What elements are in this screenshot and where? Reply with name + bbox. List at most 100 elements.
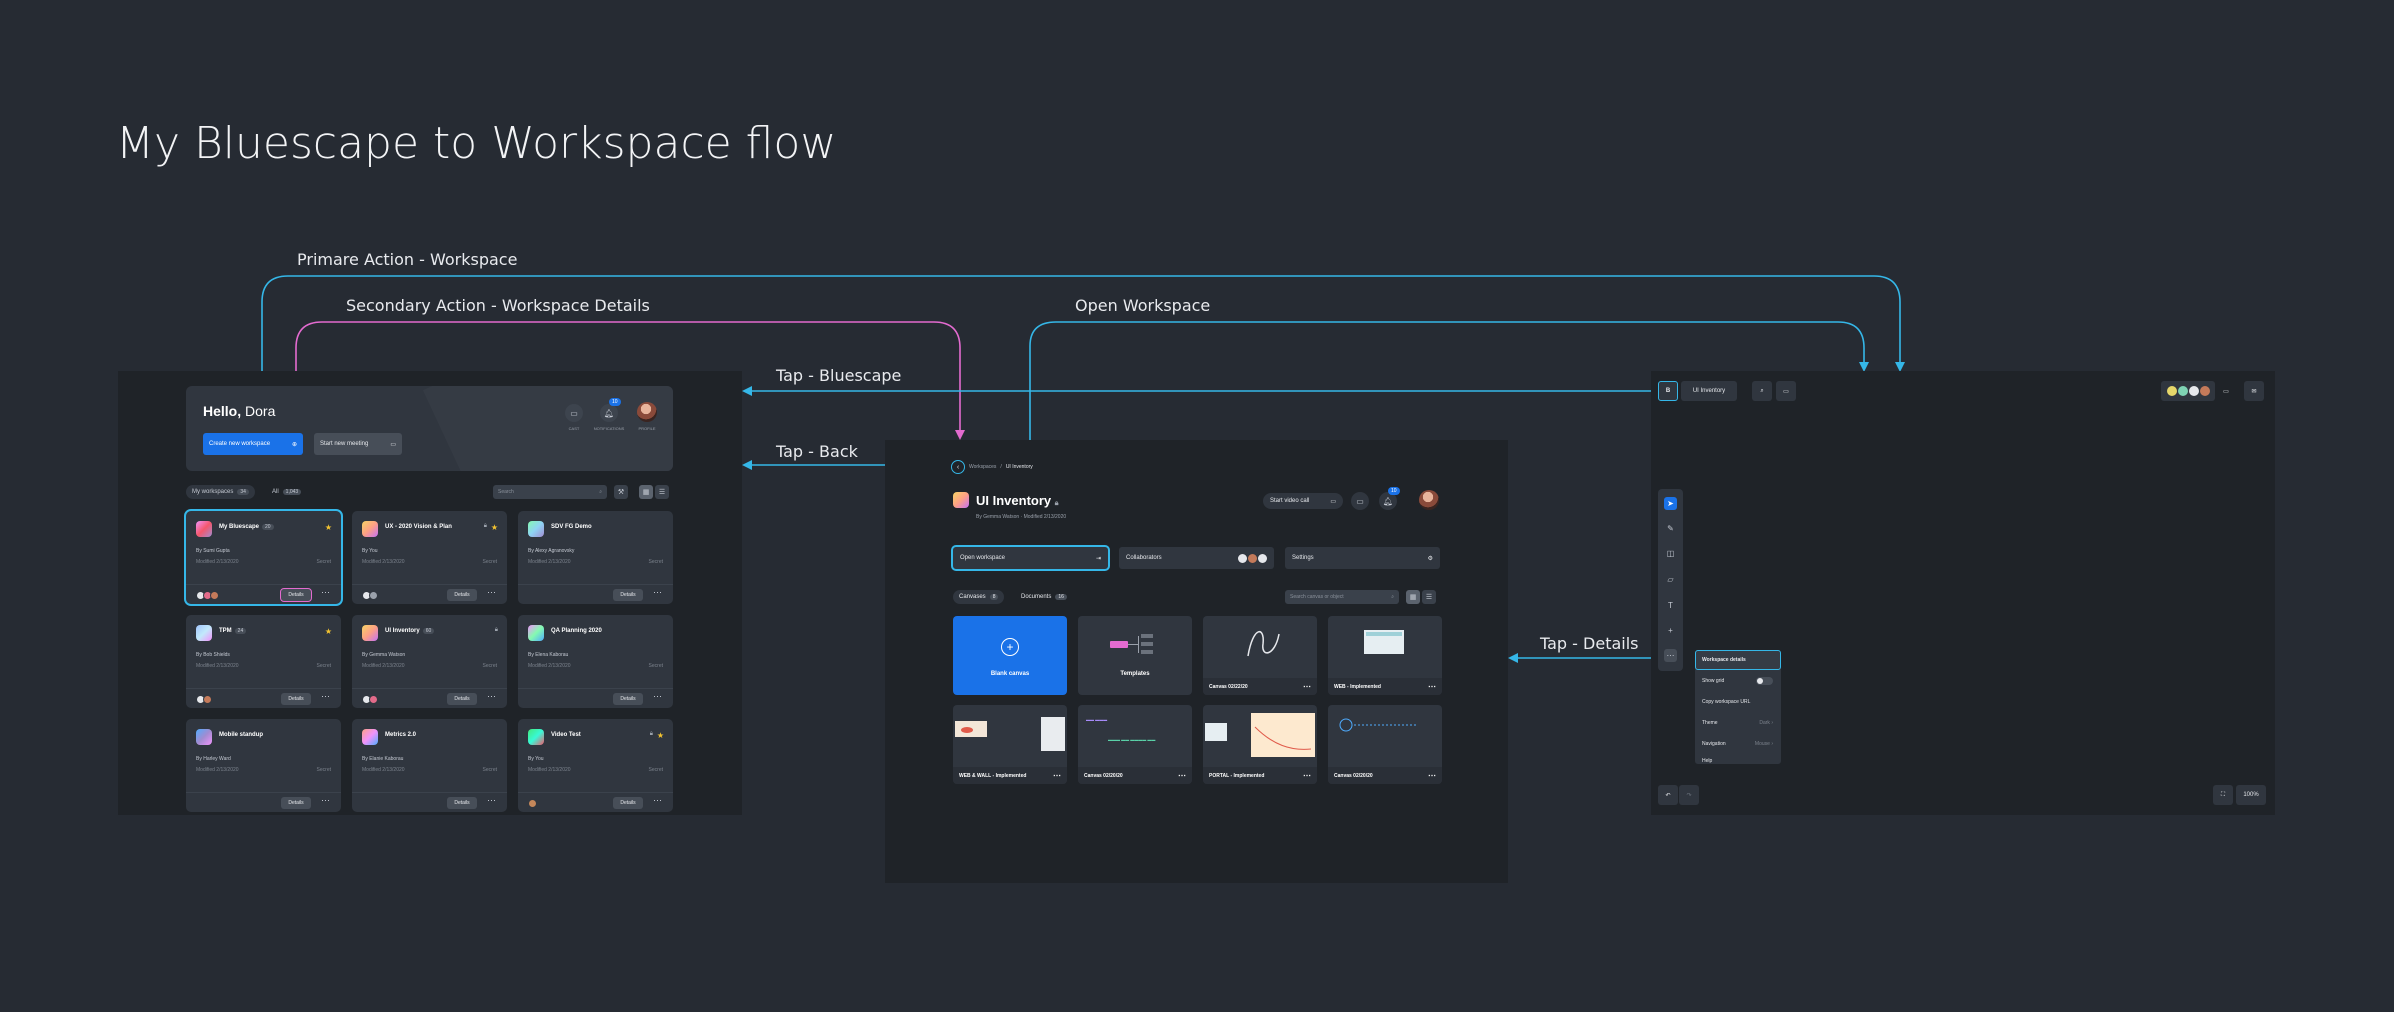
- breadcrumb-workspaces[interactable]: Workspaces: [969, 464, 997, 470]
- star-icon[interactable]: ★: [656, 731, 664, 740]
- create-workspace-button[interactable]: Create new workspace⊕: [203, 433, 303, 455]
- start-video-call-button[interactable]: Start video call▭: [1263, 493, 1343, 509]
- more-icon[interactable]: ⋯: [321, 795, 331, 805]
- more-icon[interactable]: ⋯: [1428, 682, 1436, 691]
- bluescape-logo-button[interactable]: B: [1658, 381, 1678, 401]
- menu-help[interactable]: Help: [1702, 758, 1713, 764]
- details-button[interactable]: Details: [447, 797, 477, 809]
- tile-footer: Canvas 02/20/20⋯: [1078, 767, 1192, 784]
- bell-icon[interactable]: 🔔︎: [1379, 492, 1397, 510]
- show-grid-toggle[interactable]: [1756, 677, 1773, 685]
- participants[interactable]: [2161, 381, 2215, 401]
- back-icon[interactable]: ‹: [951, 460, 965, 474]
- zoom-level[interactable]: 100%: [2236, 785, 2266, 805]
- details-button[interactable]: Details: [281, 797, 311, 809]
- cast-icon[interactable]: ▭: [1351, 492, 1369, 510]
- search-icon[interactable]: ⌕: [1752, 381, 1772, 401]
- list-view-icon[interactable]: ☰: [655, 485, 669, 499]
- canvas-tile[interactable]: WEB - Implemented⋯: [1328, 616, 1442, 695]
- add-tool-icon[interactable]: +: [1668, 626, 1673, 635]
- more-icon[interactable]: ⋯: [487, 795, 497, 805]
- menu-show-grid[interactable]: Show grid: [1702, 678, 1725, 684]
- video-icon[interactable]: ▭: [2223, 388, 2229, 395]
- cast-icon[interactable]: ▭: [1776, 381, 1796, 401]
- more-icon[interactable]: ⋯: [1053, 771, 1061, 780]
- profile-avatar[interactable]: [1419, 490, 1439, 510]
- select-tool-icon[interactable]: ➤: [1664, 497, 1677, 510]
- more-icon[interactable]: ⋯: [1428, 771, 1436, 780]
- grid-view-icon[interactable]: ▦: [639, 485, 653, 499]
- search-input[interactable]: Search⌕: [493, 485, 607, 499]
- details-button[interactable]: Details: [447, 693, 477, 705]
- welcome-banner: Hello, Dora Create new workspace⊕ Start …: [186, 386, 673, 471]
- details-button[interactable]: Details: [613, 797, 643, 809]
- grid-view-icon[interactable]: ▦: [1406, 590, 1420, 604]
- chat-icon[interactable]: ✉: [2244, 381, 2264, 401]
- canvas-tile[interactable]: ▬▬ ▬▬▬▬▬▬ ▬▬ ▬▬▬▬ ▬▬Canvas 02/20/20⋯: [1078, 705, 1192, 784]
- more-icon[interactable]: ⋯: [321, 691, 331, 701]
- details-button[interactable]: Details: [447, 589, 477, 601]
- star-icon[interactable]: ★: [324, 627, 332, 636]
- more-icon[interactable]: ⋯: [321, 587, 331, 597]
- profile-avatar[interactable]: [637, 402, 657, 422]
- note-tool-icon[interactable]: ▱: [1667, 575, 1674, 584]
- canvas-tile[interactable]: WEB & WALL - Implemented⋯: [953, 705, 1067, 784]
- canvas-tile[interactable]: PORTAL - Implemented⋯: [1203, 705, 1317, 784]
- more-icon[interactable]: ⋯: [653, 691, 663, 701]
- shapes-tool-icon[interactable]: ◫: [1666, 549, 1675, 558]
- canvas-tile[interactable]: Canvas 02/22/20⋯: [1203, 616, 1317, 695]
- text-tool-icon[interactable]: T: [1668, 601, 1673, 610]
- star-icon[interactable]: ★: [324, 523, 332, 532]
- details-button[interactable]: Details: [280, 588, 312, 602]
- star-icon[interactable]: ★: [490, 523, 498, 532]
- workspace-card-title: UX - 2020 Vision & Plan: [385, 524, 452, 530]
- more-icon[interactable]: ⋯: [653, 587, 663, 597]
- fullscreen-icon[interactable]: ⛶: [2213, 785, 2233, 805]
- more-icon[interactable]: ⋯: [1303, 771, 1311, 780]
- menu-copy-url[interactable]: Copy workspace URL: [1702, 699, 1751, 705]
- workspace-visibility: Secret: [648, 767, 663, 773]
- details-button[interactable]: Details: [613, 589, 643, 601]
- more-icon[interactable]: ⋯: [487, 587, 497, 597]
- workspace-name[interactable]: UI Inventory: [1681, 381, 1737, 401]
- settings-button[interactable]: Settings⚙: [1285, 547, 1440, 569]
- more-tool-icon[interactable]: ⋯: [1664, 649, 1677, 662]
- details-button[interactable]: Details: [613, 693, 643, 705]
- menu-workspace-details[interactable]: Workspace details: [1702, 657, 1746, 663]
- menu-navigation[interactable]: Navigation: [1702, 741, 1726, 747]
- more-icon[interactable]: ⋯: [653, 795, 663, 805]
- start-meeting-button[interactable]: Start new meeting▭: [314, 433, 402, 455]
- canvas-search-input[interactable]: Search canvas or object⌕: [1285, 590, 1399, 604]
- more-icon[interactable]: ⋯: [1303, 682, 1311, 691]
- more-icon[interactable]: ⋯: [487, 691, 497, 701]
- canvas-tile[interactable]: Canvas 02/20/20⋯: [1328, 705, 1442, 784]
- list-view-icon[interactable]: ☰: [1422, 590, 1436, 604]
- templates-tile[interactable]: Templates: [1078, 616, 1192, 695]
- undo-icon[interactable]: ↶: [1658, 785, 1678, 805]
- cast-icon[interactable]: ▭: [565, 404, 583, 422]
- blank-canvas-tile[interactable]: +Blank canvas: [953, 616, 1067, 695]
- more-icon[interactable]: ⋯: [1178, 771, 1186, 780]
- bell-icon[interactable]: 🔔︎: [600, 404, 618, 422]
- tools-icon[interactable]: ⚒: [614, 485, 628, 499]
- pen-tool-icon[interactable]: ✎: [1667, 524, 1674, 533]
- open-workspace-button[interactable]: Open workspace⇥: [951, 545, 1110, 571]
- menu-theme[interactable]: Theme: [1702, 720, 1718, 726]
- details-button[interactable]: Details: [281, 693, 311, 705]
- collaborators-button[interactable]: Collaborators: [1119, 547, 1274, 569]
- redo-icon[interactable]: ↷: [1679, 785, 1699, 805]
- flow-label-tap-bluescape: Tap - Bluescape: [776, 366, 902, 385]
